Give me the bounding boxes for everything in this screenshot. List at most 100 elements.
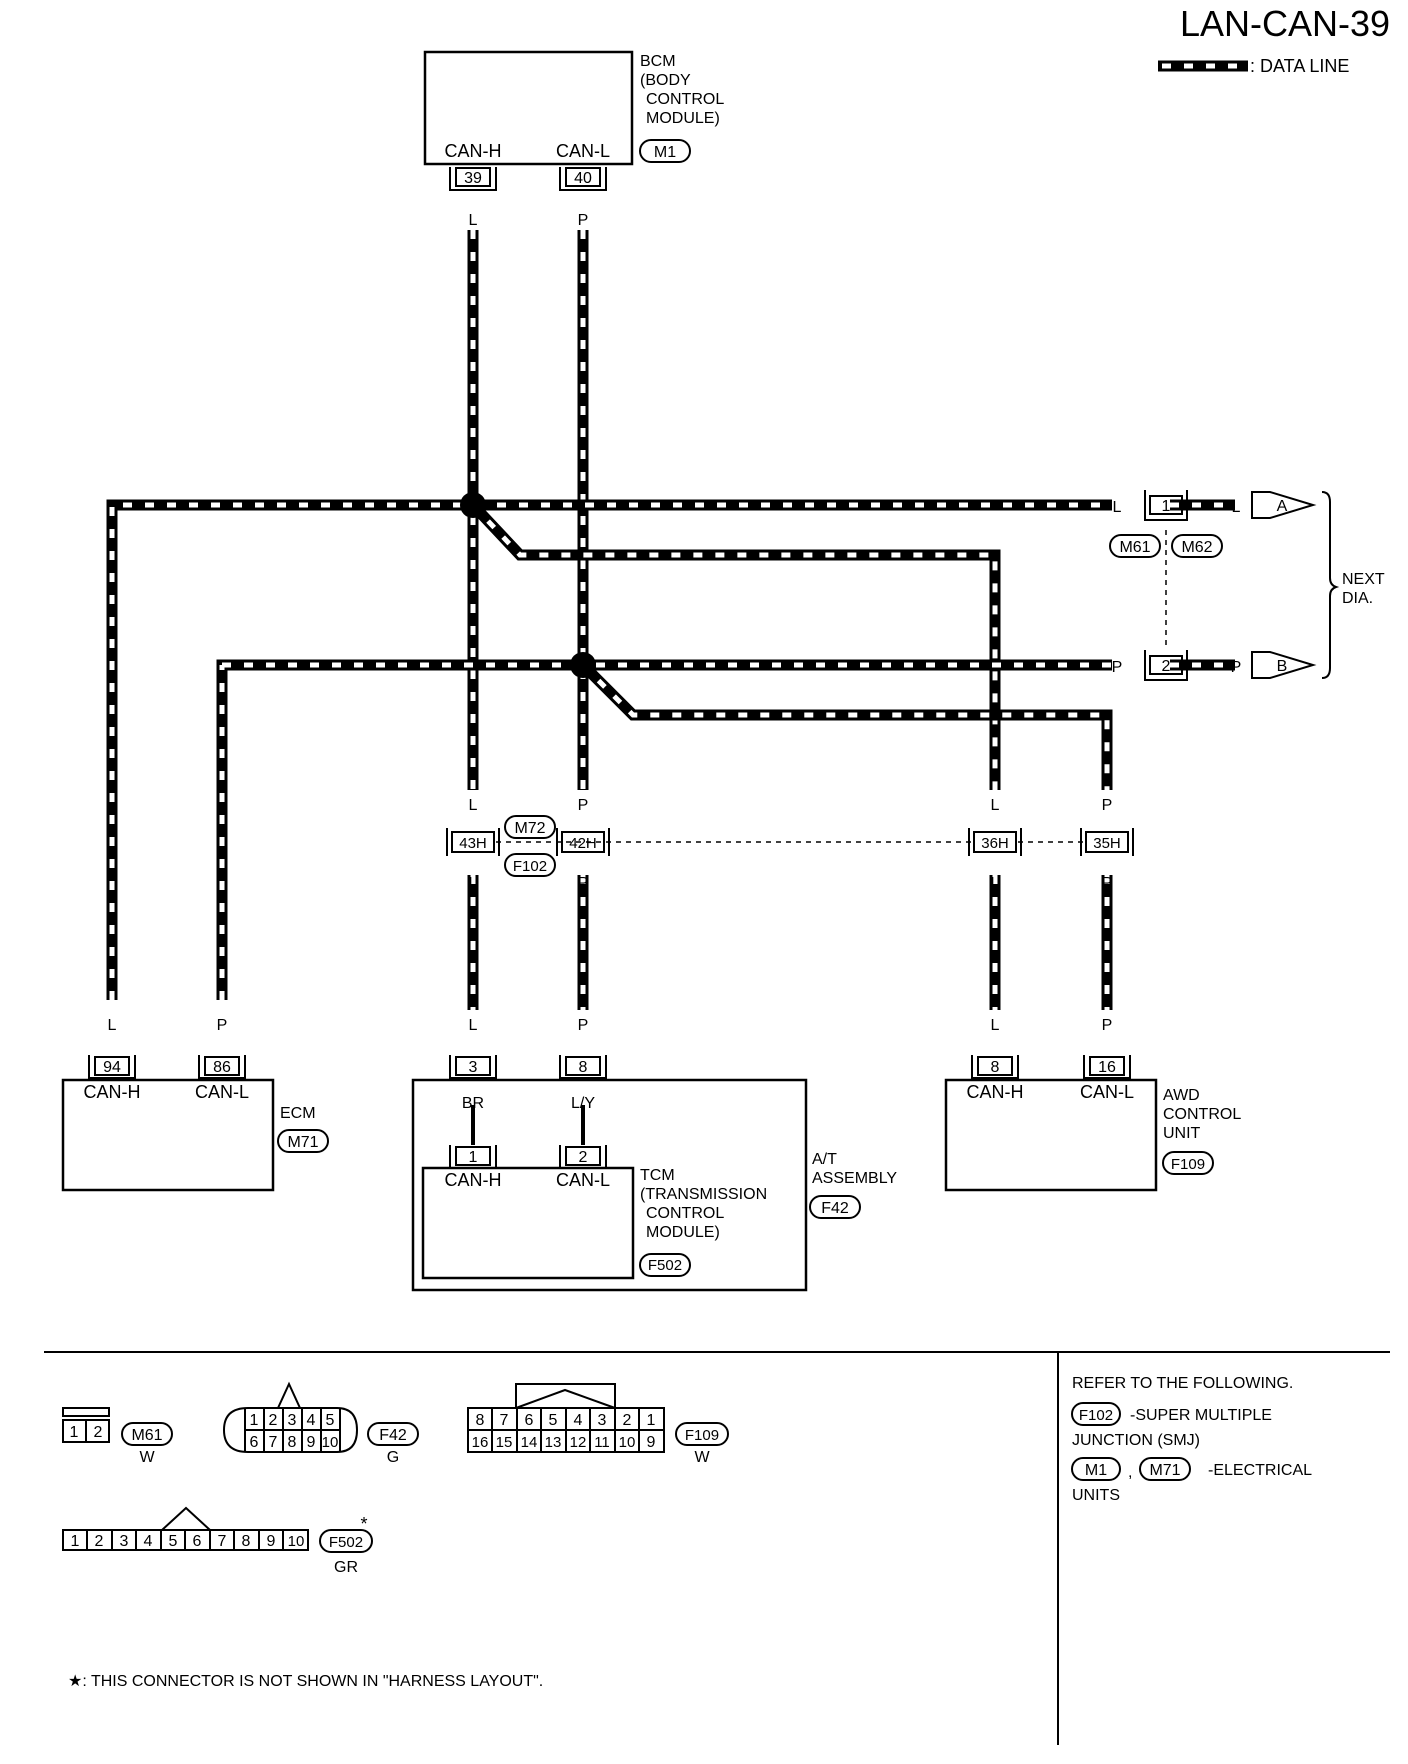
svg-text:CONTROL: CONTROL bbox=[646, 91, 724, 108]
arrow-b: B bbox=[1277, 658, 1288, 675]
svg-text:P: P bbox=[578, 1017, 589, 1034]
svg-text:DIA.: DIA. bbox=[1342, 590, 1373, 607]
splice-can-l bbox=[570, 652, 596, 678]
svg-text:8: 8 bbox=[288, 1434, 297, 1451]
tcm-pin-l: 2 bbox=[579, 1149, 588, 1166]
connector-f42-id: F42 bbox=[379, 1427, 407, 1444]
svg-text:3: 3 bbox=[120, 1533, 129, 1550]
svg-text:L: L bbox=[991, 1017, 1000, 1034]
svg-text:3: 3 bbox=[598, 1412, 607, 1429]
awd-can-h-label: CAN-H bbox=[967, 1082, 1024, 1102]
at-wire-color-h: BR bbox=[462, 1095, 484, 1112]
connector-m61-color: W bbox=[139, 1449, 155, 1466]
data-line-legend: : DATA LINE bbox=[1158, 56, 1349, 76]
refer-eu-conn2: M71 bbox=[1149, 1462, 1180, 1479]
refer-eu-conn1: M1 bbox=[1085, 1462, 1107, 1479]
svg-text:8: 8 bbox=[242, 1533, 251, 1550]
refer-panel: REFER TO THE FOLLOWING. F102 -SUPER MULT… bbox=[1071, 1375, 1312, 1504]
svg-text:5: 5 bbox=[549, 1412, 558, 1429]
svg-text:JUNCTION (SMJ): JUNCTION (SMJ) bbox=[1072, 1432, 1200, 1449]
tcm-name: TCM bbox=[640, 1167, 675, 1184]
ecm-unit: 94 86 CAN-H CAN-L ECM M71 bbox=[61, 1055, 329, 1192]
next-diagram-connector: 1 2 M61 M62 A B NEXT DIA. bbox=[1109, 490, 1385, 681]
svg-text:L: L bbox=[469, 875, 478, 892]
svg-text:L: L bbox=[1113, 499, 1122, 516]
svg-text:14: 14 bbox=[521, 1434, 538, 1451]
svg-text:L: L bbox=[108, 1017, 117, 1034]
legend-label: : DATA LINE bbox=[1250, 56, 1349, 76]
svg-text:2: 2 bbox=[94, 1424, 103, 1441]
connector-f109-color: W bbox=[694, 1449, 710, 1466]
svg-text:12: 12 bbox=[570, 1434, 587, 1451]
svg-text:P: P bbox=[1102, 797, 1113, 814]
svg-text:1: 1 bbox=[647, 1412, 656, 1429]
svg-text:1: 1 bbox=[70, 1424, 79, 1441]
svg-text:L: L bbox=[469, 1017, 478, 1034]
bcm-name: BCM bbox=[640, 53, 676, 70]
awd-can-l-label: CAN-L bbox=[1080, 1082, 1134, 1102]
ecm-pin-l: 86 bbox=[213, 1059, 231, 1076]
svg-text:8: 8 bbox=[476, 1412, 485, 1429]
next-conn-left: M61 bbox=[1119, 539, 1150, 556]
svg-text:7: 7 bbox=[218, 1533, 227, 1550]
bcm-can-h-label: CAN-H bbox=[445, 141, 502, 161]
connector-f42-color: G bbox=[387, 1449, 399, 1466]
smj-conn-bottom: F102 bbox=[513, 858, 547, 875]
smj-pin-43h: 43H bbox=[459, 835, 487, 852]
connector-f502-color: GR bbox=[334, 1559, 358, 1576]
next-pin-2: 2 bbox=[1162, 658, 1171, 675]
footnote: ★: THIS CONNECTOR IS NOT SHOWN IN "HARNE… bbox=[68, 1673, 543, 1690]
svg-text:P: P bbox=[578, 875, 589, 892]
svg-text:P: P bbox=[1102, 875, 1113, 892]
bcm-connector-id: M1 bbox=[654, 144, 676, 161]
svg-text:MODULE): MODULE) bbox=[646, 110, 720, 127]
smj-conn-top: M72 bbox=[514, 820, 545, 837]
svg-text:10: 10 bbox=[288, 1533, 305, 1550]
ecm-connector-id: M71 bbox=[287, 1134, 318, 1151]
connector-f109-face: 8 7 6 5 4 3 2 1 16 15 14 13 12 11 10 9 F… bbox=[467, 1383, 729, 1466]
svg-text:16: 16 bbox=[472, 1434, 489, 1451]
at-wire-color-l: L/Y bbox=[571, 1095, 595, 1112]
svg-text:CONTROL: CONTROL bbox=[646, 1205, 724, 1222]
svg-text:4: 4 bbox=[144, 1533, 153, 1550]
ecm-can-l-label: CAN-L bbox=[195, 1082, 249, 1102]
at-name: A/T bbox=[812, 1151, 837, 1168]
next-pin-1: 1 bbox=[1162, 498, 1171, 515]
svg-text:5: 5 bbox=[169, 1533, 178, 1550]
svg-text:P: P bbox=[217, 1017, 228, 1034]
connector-f42-face: 1 2 3 4 5 6 7 8 9 10 F42 G bbox=[222, 1381, 419, 1466]
svg-text:ASSEMBLY: ASSEMBLY bbox=[812, 1170, 897, 1187]
svg-text:P: P bbox=[578, 212, 589, 229]
tcm-can-h-label: CAN-H bbox=[445, 1170, 502, 1190]
bcm-can-l-label: CAN-L bbox=[556, 141, 610, 161]
svg-text:L: L bbox=[991, 875, 1000, 892]
svg-text:P: P bbox=[1102, 1017, 1113, 1034]
ecm-can-h-label: CAN-H bbox=[84, 1082, 141, 1102]
at-connector-id: F42 bbox=[821, 1200, 849, 1217]
at-pin-h: 3 bbox=[469, 1059, 478, 1076]
bcm-desc: (BODY bbox=[640, 72, 691, 89]
connector-f502-face: 1 2 3 4 5 6 7 8 9 10 F502 * GR bbox=[62, 1506, 373, 1576]
connector-m61-face: 1 2 M61 W bbox=[62, 1407, 173, 1466]
svg-text:L: L bbox=[469, 797, 478, 814]
wire-color-labels: L P L P L P L P L P L P L P L P L L P P bbox=[108, 212, 1242, 1034]
svg-text:2: 2 bbox=[269, 1412, 278, 1429]
bcm-pin-h: 39 bbox=[464, 170, 482, 187]
svg-text:5: 5 bbox=[326, 1412, 335, 1429]
splice-can-h bbox=[460, 492, 486, 518]
bcm-unit: BCM (BODY CONTROL MODULE) CAN-H CAN-L M1… bbox=[423, 50, 724, 191]
svg-text:9: 9 bbox=[307, 1434, 316, 1451]
svg-text:4: 4 bbox=[307, 1412, 316, 1429]
svg-text:2: 2 bbox=[623, 1412, 632, 1429]
svg-text:P: P bbox=[578, 797, 589, 814]
svg-text:11: 11 bbox=[594, 1434, 610, 1451]
svg-text:2: 2 bbox=[95, 1533, 104, 1550]
svg-text:10: 10 bbox=[619, 1434, 636, 1451]
svg-text:UNIT: UNIT bbox=[1163, 1125, 1201, 1142]
svg-text:6: 6 bbox=[250, 1434, 259, 1451]
at-pin-l: 8 bbox=[579, 1059, 588, 1076]
page-code: LAN-CAN-39 bbox=[1180, 3, 1390, 44]
awd-unit: 8 16 CAN-H CAN-L AWD CONTROL UNIT F109 bbox=[944, 1055, 1241, 1192]
svg-text:L: L bbox=[469, 212, 478, 229]
svg-text:-ELECTRICAL: -ELECTRICAL bbox=[1208, 1462, 1312, 1479]
